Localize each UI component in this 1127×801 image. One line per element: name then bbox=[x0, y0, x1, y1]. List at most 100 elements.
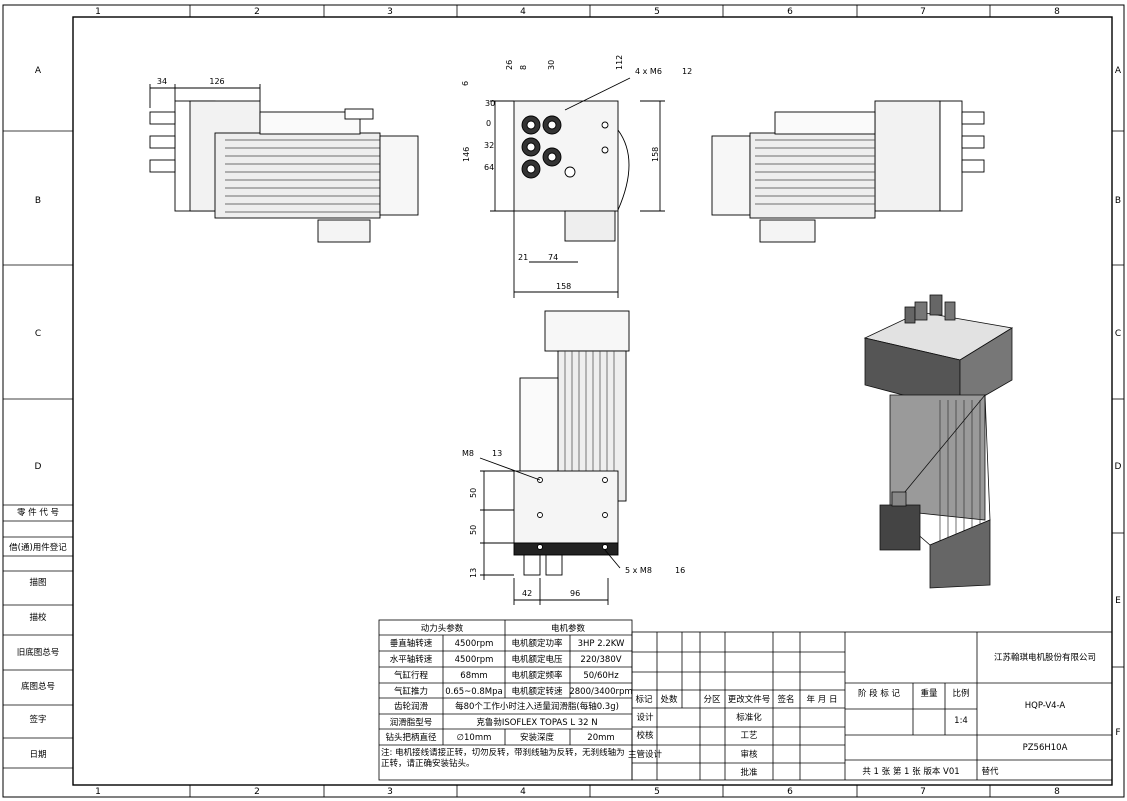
stage-header: 重量 bbox=[920, 688, 938, 699]
param-value: 3HP 2.2KW bbox=[578, 639, 625, 649]
param-key: 电机额定功率 bbox=[511, 638, 563, 649]
col-label: 1 bbox=[95, 7, 101, 17]
dim-label: 13 bbox=[492, 449, 502, 458]
param-value: 0.65~0.8Mpa bbox=[445, 687, 503, 697]
row-label: D bbox=[1115, 462, 1122, 472]
front-view bbox=[490, 77, 665, 298]
side-table-labels: 零 件 代 号 借(通)用件登记 描图 描校 旧底图总号 底图总号 签字 日期 bbox=[9, 507, 67, 760]
param-key: 润滑脂型号 bbox=[390, 717, 433, 728]
row-label: F bbox=[1115, 728, 1120, 738]
col-label: 7 bbox=[920, 787, 926, 797]
outer-border bbox=[2, 4, 1125, 798]
dim-label: 64 bbox=[484, 163, 494, 172]
rev-header: 分区 bbox=[703, 695, 721, 705]
param-value: 2800/3400rpm bbox=[569, 687, 632, 697]
side-label: 借(通)用件登记 bbox=[9, 542, 67, 553]
bottom-view-dims: M8 13 50 50 13 42 96 5 x M8 16 bbox=[462, 449, 685, 598]
row-label: B bbox=[35, 196, 41, 206]
inner-border bbox=[72, 16, 1113, 786]
dim-label: 146 bbox=[462, 147, 471, 162]
param-key: 气缸行程 bbox=[394, 670, 429, 681]
param-key: 电机额定转速 bbox=[511, 686, 563, 697]
dim-label: 6 bbox=[461, 81, 470, 86]
row-labels: A B C D A B C D E F bbox=[35, 66, 1122, 738]
side-table bbox=[3, 520, 73, 769]
param-key: 齿轮润滑 bbox=[394, 701, 429, 712]
col-label: 2 bbox=[254, 7, 260, 17]
side-label: 签字 bbox=[29, 714, 46, 725]
rev-header: 更改文件号 bbox=[728, 694, 771, 705]
dim-label: 32 bbox=[484, 141, 494, 150]
param-key: 电机额定电压 bbox=[511, 654, 563, 665]
dim-label: 5 x M8 bbox=[625, 566, 652, 575]
param-value: ∅10mm bbox=[457, 733, 492, 743]
sign-row-label: 主管设计 bbox=[628, 749, 663, 760]
std-row-label: 审核 bbox=[740, 749, 758, 760]
isometric-render bbox=[863, 294, 1014, 589]
dim-label: 4 x M6 bbox=[635, 67, 662, 76]
col-label: 4 bbox=[520, 7, 526, 17]
column-ticks bbox=[189, 5, 991, 797]
left-view-dims: 34 126 bbox=[157, 77, 225, 86]
motor-params-title: 电机参数 bbox=[551, 623, 586, 634]
row-label: A bbox=[35, 66, 42, 76]
dim-label: 30 bbox=[485, 99, 495, 108]
param-value: 50/60Hz bbox=[583, 671, 619, 681]
param-key: 电机额定频率 bbox=[511, 670, 563, 681]
sign-row-label: 校核 bbox=[636, 730, 654, 741]
model-number: HQP-V4-A bbox=[1025, 701, 1066, 711]
std-row-label: 标准化 bbox=[736, 712, 762, 723]
param-value: 68mm bbox=[460, 671, 487, 681]
col-label: 8 bbox=[1054, 787, 1060, 797]
param-key: 气缸推力 bbox=[394, 686, 428, 697]
rev-header: 处数 bbox=[660, 694, 678, 705]
dim-label: 112 bbox=[615, 55, 624, 70]
col-label: 7 bbox=[920, 7, 926, 17]
dim-label: 0 bbox=[486, 119, 491, 128]
row-label: C bbox=[35, 329, 41, 339]
side-label: 描图 bbox=[29, 577, 46, 588]
row-label: B bbox=[1115, 196, 1121, 206]
bottom-view bbox=[479, 310, 630, 605]
row-label: C bbox=[1115, 329, 1121, 339]
std-row-label: 批准 bbox=[740, 767, 758, 778]
param-value: 220/380V bbox=[580, 655, 621, 665]
rev-header: 标记 bbox=[635, 694, 653, 705]
side-label: 零 件 代 号 bbox=[17, 507, 59, 518]
param-key: 钻头把柄直径 bbox=[385, 732, 437, 743]
std-row-label: 工艺 bbox=[740, 731, 757, 741]
param-value: 4500rpm bbox=[455, 655, 494, 665]
param-key: 水平轴转速 bbox=[390, 654, 433, 665]
dim-label: 13 bbox=[469, 568, 478, 578]
drawing-number: PZ56H10A bbox=[1023, 743, 1068, 753]
dim-label: 50 bbox=[469, 488, 478, 498]
row-label: A bbox=[1115, 66, 1122, 76]
col-label: 5 bbox=[654, 7, 660, 17]
side-label: 旧底图总号 bbox=[17, 647, 60, 658]
dim-label: 34 bbox=[157, 77, 167, 86]
params-note: 注: 电机接线请接正转，切勿反转，带刹线轴为反转，无刹线轴为正转，请正确安装钻头… bbox=[381, 748, 625, 769]
col-label: 4 bbox=[520, 787, 526, 797]
side-label: 日期 bbox=[29, 750, 46, 760]
dim-label: M8 bbox=[462, 449, 474, 458]
dim-label: 74 bbox=[548, 253, 558, 262]
param-value: 4500rpm bbox=[455, 639, 494, 649]
param-value: 克鲁勃ISOFLEX TOPAS L 32 N bbox=[476, 717, 597, 728]
rev-header: 签名 bbox=[777, 694, 794, 705]
param-key: 垂直轴转速 bbox=[390, 638, 433, 649]
dim-label: 158 bbox=[651, 147, 660, 162]
row-ticks bbox=[3, 130, 1124, 668]
dim-label: 12 bbox=[682, 67, 692, 76]
dim-label: 42 bbox=[522, 589, 532, 598]
col-label: 3 bbox=[387, 7, 393, 17]
rev-header: 年 月 日 bbox=[807, 694, 838, 705]
col-label: 5 bbox=[654, 787, 660, 797]
param-value: 每80个工作小时注入适量润滑脂(每轴0.3g) bbox=[455, 701, 619, 712]
left-view bbox=[149, 84, 419, 243]
row-label: D bbox=[35, 462, 42, 472]
right-view bbox=[711, 100, 985, 243]
param-key: 安装深度 bbox=[520, 732, 555, 743]
side-label: 底图总号 bbox=[21, 681, 55, 692]
dim-label: 50 bbox=[469, 525, 478, 535]
